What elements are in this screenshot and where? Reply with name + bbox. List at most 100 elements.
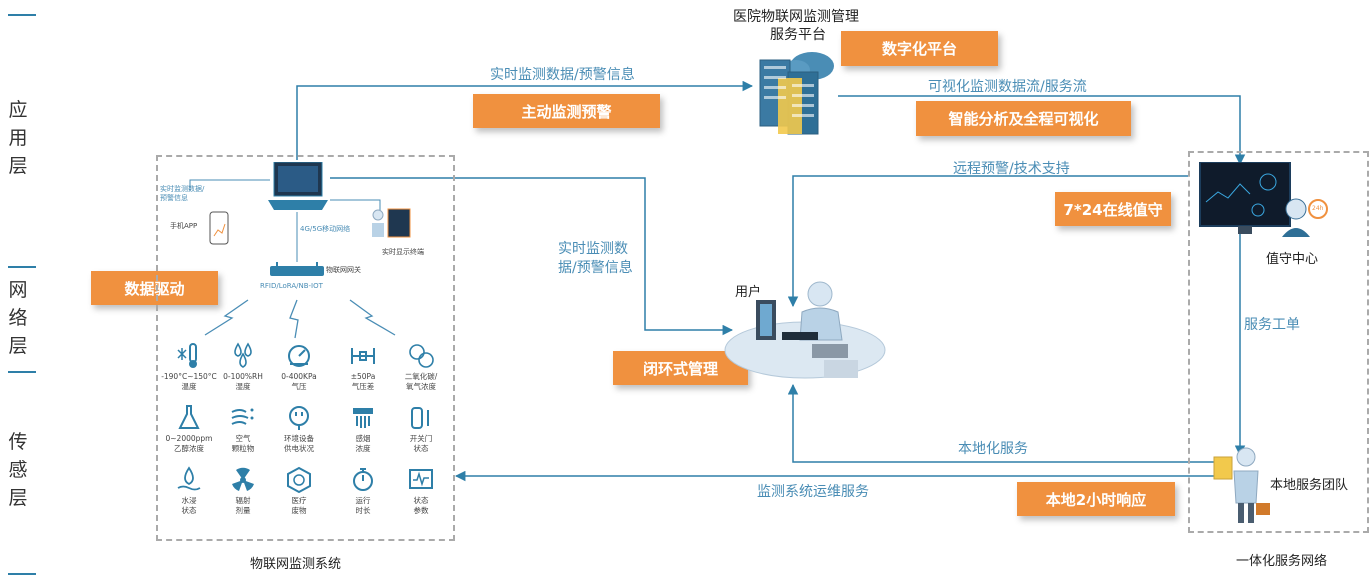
sensor-label: 空气 颗粒物 bbox=[231, 434, 255, 453]
flow-label-visual-stream: 可视化监测数据流/服务流 bbox=[928, 79, 1087, 95]
sensor-label: -190°C~150°C 温度 bbox=[161, 372, 217, 391]
headset-agent-icon bbox=[1282, 198, 1328, 237]
local-team-label: 本地服务团队 bbox=[1270, 478, 1349, 493]
service-network-caption: 一体化服务网络 bbox=[1236, 554, 1328, 569]
sensor-radiation: 辐射 剂量 bbox=[214, 466, 272, 516]
thermometer-snow-icon bbox=[177, 343, 197, 368]
humidity-drops-icon bbox=[234, 342, 252, 368]
iot-side-note: 实时监测数据/ 预警信息 bbox=[160, 185, 205, 202]
sensor-label: 状态 参数 bbox=[413, 496, 429, 515]
flow-realtime-mid-line bbox=[330, 177, 734, 336]
sensor-air-particle: 空气 颗粒物 bbox=[214, 404, 272, 454]
sensor-label: 医疗 废物 bbox=[291, 496, 307, 515]
sensor-co2-o2: 二氧化碳/ 氧气浓度 bbox=[392, 342, 450, 392]
sensor-label: 0-400KPa 气压 bbox=[281, 372, 317, 391]
flow-label-service-order: 服务工单 bbox=[1244, 317, 1300, 333]
laptop-icon bbox=[268, 162, 328, 210]
layer-label-sensing: 传 感 层 bbox=[8, 431, 28, 509]
flask-icon bbox=[178, 405, 200, 429]
service-network-box bbox=[1188, 151, 1369, 533]
smoke-detector-icon bbox=[353, 408, 373, 428]
status-monitor-icon bbox=[409, 469, 433, 489]
flow-label-local-service: 本地化服务 bbox=[958, 441, 1028, 457]
sensor-label: 开关门 状态 bbox=[409, 434, 433, 453]
stopwatch-icon bbox=[353, 468, 373, 491]
radiation-icon bbox=[232, 467, 254, 491]
sensor-pressure-diff: ±50Pa 气压差 bbox=[334, 342, 392, 392]
flow-label-ops-service: 监测系统运维服务 bbox=[757, 484, 869, 500]
wireless-bolt-mid bbox=[289, 299, 299, 339]
sensor-water: 水浸 状态 bbox=[160, 466, 218, 516]
platform-title-line1: 医院物联网监测管理 bbox=[733, 9, 859, 25]
iot-terminal-line bbox=[330, 199, 381, 213]
sensor-status: 状态 参数 bbox=[392, 466, 450, 516]
sensor-smoke: 感烟 浓度 bbox=[334, 404, 392, 454]
air-particle-icon bbox=[231, 408, 254, 425]
iot-system-caption: 物联网监测系统 bbox=[250, 557, 342, 572]
flow-visual-stream-line bbox=[838, 95, 1246, 166]
sensor-door: 开关门 状态 bbox=[392, 404, 450, 454]
flow-label-realtime-top: 实时监测数据/预警信息 bbox=[490, 67, 635, 83]
sensor-label: 感烟 浓度 bbox=[355, 434, 371, 453]
pressure-gauge-icon bbox=[288, 345, 310, 367]
display-terminal-icon bbox=[372, 208, 411, 238]
sensor-label: 二氧化碳/ 氧气浓度 bbox=[404, 372, 438, 391]
phone-app-label: 手机APP bbox=[170, 222, 198, 230]
user-label: 用户 bbox=[735, 285, 762, 300]
wireless-bolt-left bbox=[204, 299, 249, 336]
sensor-label: 环境设备 供电状况 bbox=[284, 434, 314, 453]
sensor-label: 0-100%RH 湿度 bbox=[223, 372, 263, 391]
sensor-label: 水浸 状态 bbox=[181, 496, 197, 515]
sensor-label: 辐射 剂量 bbox=[235, 496, 251, 515]
duty-center-label: 值守中心 bbox=[1266, 252, 1319, 267]
gateway-label: 物联网网关 bbox=[326, 266, 361, 274]
badge-digital-platform: 数字化平台 bbox=[841, 31, 998, 66]
gateway-icon bbox=[270, 262, 324, 276]
co2-o2-icon bbox=[409, 344, 434, 368]
layer-divider-top bbox=[8, 14, 36, 16]
flow-label-realtime-mid-2: 据/预警信息 bbox=[558, 260, 633, 276]
server-cloud-icon bbox=[759, 52, 834, 135]
sensor-power: 环境设备 供电状况 bbox=[270, 404, 328, 454]
flow-local-service-line bbox=[787, 383, 1218, 463]
biohazard-icon bbox=[287, 466, 311, 494]
platform-title-line2: 服务平台 bbox=[770, 27, 826, 43]
sensor-temperature: -190°C~150°C 温度 bbox=[160, 342, 218, 392]
flow-remote-support-line bbox=[787, 175, 1188, 308]
network-label: 4G/5G移动网络 bbox=[300, 225, 351, 233]
flow-realtime-top-line bbox=[296, 80, 754, 160]
pressure-diff-icon bbox=[351, 348, 375, 364]
flow-label-realtime-mid-1: 实时监测数 bbox=[558, 241, 628, 257]
sensor-ethanol: 0~2000ppm 乙醇浓度 bbox=[160, 404, 218, 454]
sensor-label: 运行 时长 bbox=[355, 496, 371, 515]
sensor-pressure: 0-400KPa 气压 bbox=[270, 342, 328, 392]
power-plug-icon bbox=[289, 406, 309, 430]
badge-smart-analysis: 智能分析及全程可视化 bbox=[916, 101, 1131, 136]
layer-divider-network-bottom bbox=[8, 371, 36, 373]
phone-icon bbox=[209, 211, 229, 245]
flow-label-remote-support: 远程预警/技术支持 bbox=[953, 161, 1070, 177]
iot-side-line bbox=[189, 179, 270, 190]
door-switch-icon bbox=[411, 407, 429, 429]
user-desk-icon bbox=[724, 281, 886, 379]
badge-online-duty: 7*24在线值守 bbox=[1055, 192, 1171, 226]
sensor-medical-waste: 医疗 废物 bbox=[270, 466, 328, 516]
layer-label-network: 网 络 层 bbox=[8, 279, 28, 357]
water-leak-icon bbox=[177, 466, 201, 491]
layer-divider-bottom bbox=[8, 573, 36, 575]
duty-monitor-icon bbox=[1199, 162, 1291, 234]
layer-divider-network-top bbox=[8, 266, 36, 268]
badge-data-driven: 数据驱动 bbox=[91, 271, 218, 305]
sensor-label: 0~2000ppm 乙醇浓度 bbox=[165, 434, 213, 453]
sensor-humidity: 0-100%RH 湿度 bbox=[214, 342, 272, 392]
wireless-bolt-right bbox=[349, 299, 396, 336]
local-team-person-icon bbox=[1213, 447, 1270, 523]
layer-label-application: 应 用 层 bbox=[8, 99, 28, 177]
badge-24h-text: 24h bbox=[1312, 205, 1324, 212]
iot-system-box bbox=[156, 155, 455, 541]
display-terminal-label: 实时显示终端 bbox=[382, 248, 424, 256]
badge-closed-loop: 闭环式管理 bbox=[613, 351, 748, 385]
badge-active-warning: 主动监测预警 bbox=[473, 94, 660, 128]
badge-local-response: 本地2小时响应 bbox=[1017, 482, 1175, 516]
